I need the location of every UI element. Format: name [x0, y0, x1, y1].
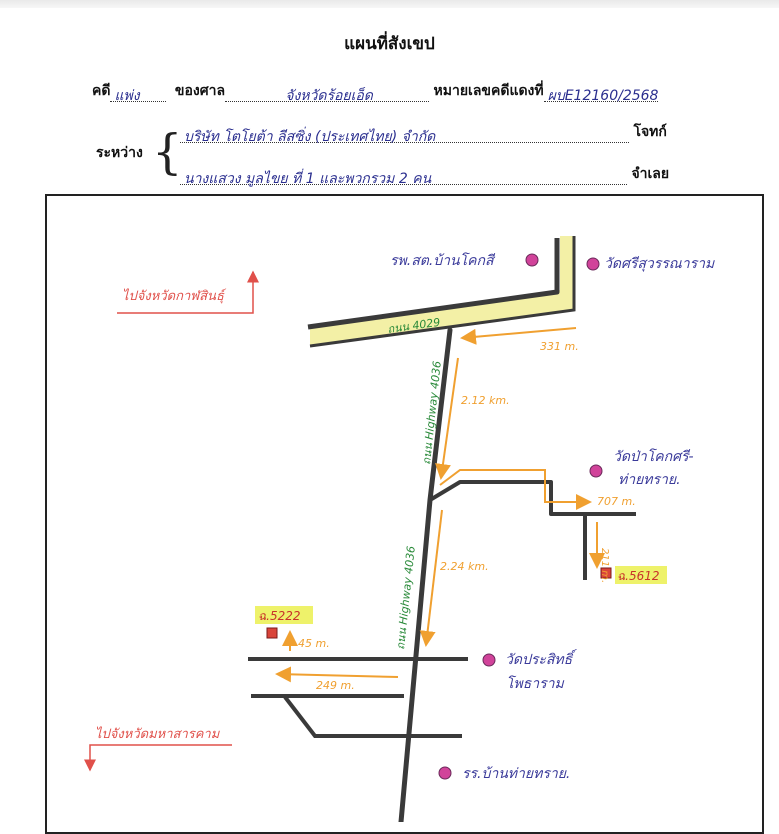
dist-arrow-707 [439, 469, 592, 510]
brace-symbol: { [152, 124, 183, 180]
landmark-dot-temple-top [586, 257, 600, 271]
case-type-value: แพ่ง [114, 88, 140, 104]
plaintiff-field: บริษัท โตโยต้า ลีสซิ่ง (ประเทศไทย) จำกัด [180, 126, 629, 145]
marker-right-square [600, 567, 612, 579]
defendant-label: จำเลย [631, 166, 670, 182]
highway-bottom-label: ถนน Highway 4036 [394, 545, 418, 650]
marker-left-square [266, 627, 278, 639]
marker-right-label: ฉ.5612 [617, 569, 660, 583]
plaintiff-label: โจทก์ [633, 124, 667, 140]
dist-arrow-249 [275, 666, 399, 683]
case-number-label: หมายเลขคดีแดงที่ [433, 83, 544, 99]
landmark-clinic-label: รพ.สต.บ้านโคกสี [390, 252, 496, 269]
marker-left-label: ฉ.5222 [258, 609, 301, 623]
defendant-line: นางแสวง มูลไขย ที่ 1 และพวกรวม 2 คน จำเล… [180, 163, 670, 187]
landmark-temple-low-label-2: โพธาราม [506, 675, 565, 692]
dist-arrow-224 [419, 509, 443, 647]
court-field: จังหวัดร้อยเอ็ด [225, 85, 430, 104]
court-label: ของศาล [174, 83, 226, 99]
defendant-field: นางแสวง มูลไขย ที่ 1 และพวกรวม 2 คน [180, 168, 627, 187]
dist-arrow-212 [435, 357, 459, 480]
between-label: ระหว่าง [96, 145, 143, 161]
marker-left-highlight [255, 606, 313, 624]
landmark-temple-mid-label: วัดป่าโคกศรี- [613, 448, 694, 465]
branch-road-right [428, 480, 636, 516]
dist-label-45: 45 m. [298, 637, 330, 650]
road-4029-lower-edge [309, 236, 576, 348]
dist-label-331: 331 m. [540, 340, 579, 353]
direction-label-top: ไปจังหวัดกาฬสินธุ์ [122, 288, 227, 304]
browser-top-edge [0, 0, 779, 8]
dist-label-211: 211 m. [599, 548, 610, 583]
landmark-dot-school [438, 766, 452, 780]
direction-arrow-up [117, 270, 259, 314]
marker-right-highlight [615, 566, 667, 584]
court-value: จังหวัดร้อยเอ็ด [285, 88, 373, 104]
cross-road-3 [283, 695, 462, 738]
landmark-school-label: รร.บ้านท่ายทราย. [462, 766, 570, 782]
plaintiff-line: บริษัท โตโยต้า ลีสซิ่ง (ประเทศไทย) จำกัด… [180, 121, 667, 145]
defendant-value: นางแสวง มูลไขย ที่ 1 และพวกรวม 2 คน [184, 171, 432, 187]
case-number-value: ผบE12160/2568 [547, 88, 659, 104]
dist-label-212: 2.12 km. [461, 394, 510, 407]
page-title: แผนที่สังเขป [344, 34, 435, 54]
landmark-temple-low-label: วัดประสิทธิ์ [505, 649, 577, 668]
dist-arrow-331 [460, 327, 577, 345]
dist-label-249: 249 m. [316, 679, 355, 692]
case-number-field: ผบE12160/2568 [543, 85, 659, 104]
case-label: คดี [92, 83, 111, 99]
landmark-dot-clinic [525, 253, 539, 267]
landmark-dot-temple-mid [589, 464, 603, 478]
dist-label-707: 707 m. [597, 495, 636, 508]
landmark-dot-temple-low [482, 653, 496, 667]
dist-label-224: 2.24 km. [440, 560, 489, 573]
landmark-temple-top-label: วัดศรีสุวรรณาราม [604, 256, 715, 272]
road-4029 [307, 238, 560, 330]
direction-label-bottom: ไปจังหวัดมหาสารคาม [95, 726, 221, 742]
case-line: คดีแพ่ง ของศาล จังหวัดร้อยเอ็ด หมายเลขคดี… [92, 80, 659, 104]
landmark-temple-mid-label-2: ท่ายทราย. [618, 472, 681, 488]
plaintiff-value: บริษัท โตโยต้า ลีสซิ่ง (ประเทศไทย) จำกัด [184, 129, 436, 145]
direction-arrow-down [84, 744, 232, 772]
case-type-field: แพ่ง [110, 85, 167, 104]
